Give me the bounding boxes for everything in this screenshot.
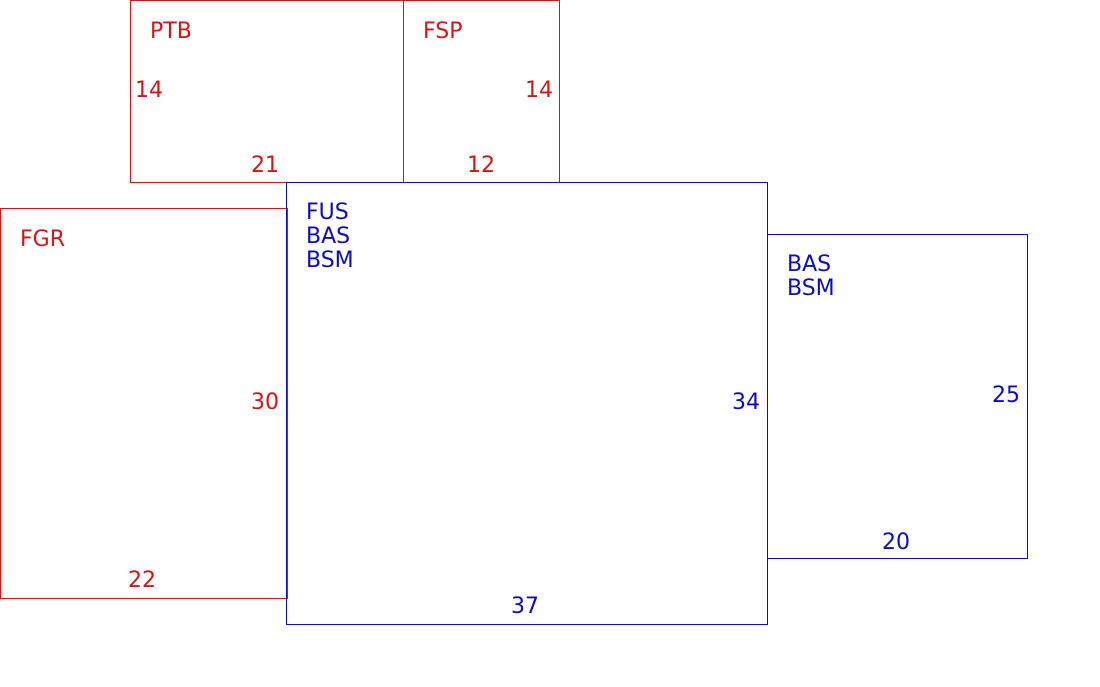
room-center-bottom-dimension: 37 bbox=[511, 594, 539, 619]
room-right-name-2: BSM bbox=[787, 276, 835, 301]
room-fgr-bottom-dimension: 22 bbox=[128, 568, 156, 593]
room-right-side-dimension: 25 bbox=[992, 383, 1020, 408]
room-ptb-name: PTB bbox=[150, 19, 192, 44]
room-right-names: BAS BSM bbox=[787, 253, 835, 301]
room-fgr bbox=[0, 208, 288, 599]
room-fsp-name: FSP bbox=[423, 19, 463, 44]
room-center-side-dimension: 34 bbox=[732, 390, 760, 415]
room-center-names: FUS BAS BSM bbox=[306, 201, 354, 273]
room-center-name-2: BAS bbox=[306, 224, 351, 249]
room-fsp-side-dimension: 14 bbox=[525, 78, 553, 103]
room-fgr-side-dimension: 30 bbox=[251, 390, 279, 415]
room-right bbox=[767, 234, 1028, 559]
room-center-name-3: BSM bbox=[306, 248, 354, 273]
room-ptb-bottom-dimension: 21 bbox=[251, 153, 279, 178]
room-ptb-side-dimension: 14 bbox=[135, 78, 163, 103]
room-right-name-1: BAS bbox=[787, 252, 832, 277]
room-center-name-1: FUS bbox=[306, 200, 349, 225]
room-fgr-name: FGR bbox=[20, 227, 65, 252]
room-fsp-bottom-dimension: 12 bbox=[467, 153, 495, 178]
room-right-bottom-dimension: 20 bbox=[882, 530, 910, 555]
room-center bbox=[286, 182, 768, 625]
